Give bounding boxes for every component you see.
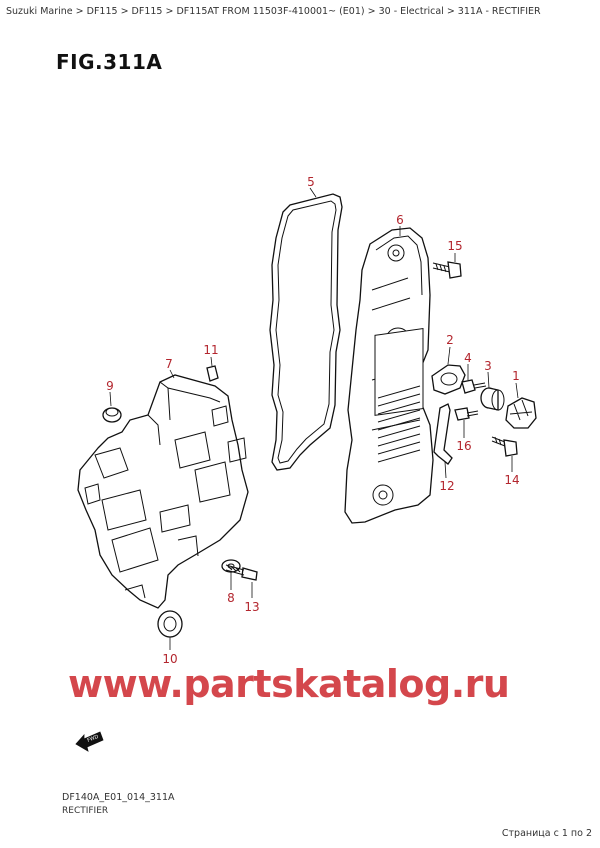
callout-16[interactable]: 16 — [456, 439, 471, 453]
watermark: www.partskatalog.ru — [68, 662, 510, 706]
part-13-bolt[interactable] — [225, 564, 258, 598]
part-12-clamp[interactable] — [433, 403, 453, 479]
part-7-housing[interactable] — [77, 369, 249, 609]
part-11-cap[interactable] — [206, 356, 219, 382]
part-5-gasket[interactable] — [269, 187, 343, 471]
callout-3[interactable]: 3 — [484, 359, 492, 373]
part-1-rectifier[interactable] — [505, 382, 537, 429]
callout-9[interactable]: 9 — [106, 379, 114, 393]
callout-15[interactable]: 15 — [447, 239, 462, 253]
callout-12[interactable]: 12 — [439, 479, 454, 493]
callout-7[interactable]: 7 — [165, 357, 173, 371]
part-16-bolt[interactable] — [454, 407, 479, 438]
breadcrumb: Suzuki Marine > DF115 > DF115 > DF115AT … — [6, 6, 541, 17]
callout-5[interactable]: 5 — [307, 175, 315, 189]
part-8-washer[interactable] — [221, 559, 241, 590]
part-14-bolt[interactable] — [491, 436, 518, 472]
figure-title: FIG.311A — [56, 50, 163, 74]
callout-6[interactable]: 6 — [396, 213, 404, 227]
part-3-spacer[interactable] — [480, 371, 505, 411]
callout-13[interactable]: 13 — [244, 600, 259, 614]
part-9-grommet[interactable] — [102, 391, 122, 423]
part-4-bolt[interactable] — [461, 364, 487, 394]
part-10-grommet[interactable] — [157, 610, 183, 650]
diagram-code: DF140A_E01_014_311A — [62, 792, 175, 803]
callout-1[interactable]: 1 — [512, 369, 520, 383]
callout-8[interactable]: 8 — [227, 591, 235, 605]
diagram-caption: RECTIFIER — [62, 806, 109, 816]
part-6-cover[interactable] — [344, 226, 434, 524]
fwd-label: FWD — [87, 734, 100, 744]
callout-4[interactable]: 4 — [464, 351, 472, 365]
part-2-gasket-ring[interactable] — [431, 346, 466, 395]
callout-11[interactable]: 11 — [203, 343, 218, 357]
callout-2[interactable]: 2 — [446, 333, 454, 347]
callout-14[interactable]: 14 — [504, 473, 519, 487]
fwd-arrow-icon: FWD — [75, 731, 104, 752]
part-15-bolt[interactable] — [432, 253, 462, 279]
page-info: Страница с 1 по 2 — [501, 828, 592, 839]
callout-10[interactable]: 10 — [162, 652, 177, 666]
